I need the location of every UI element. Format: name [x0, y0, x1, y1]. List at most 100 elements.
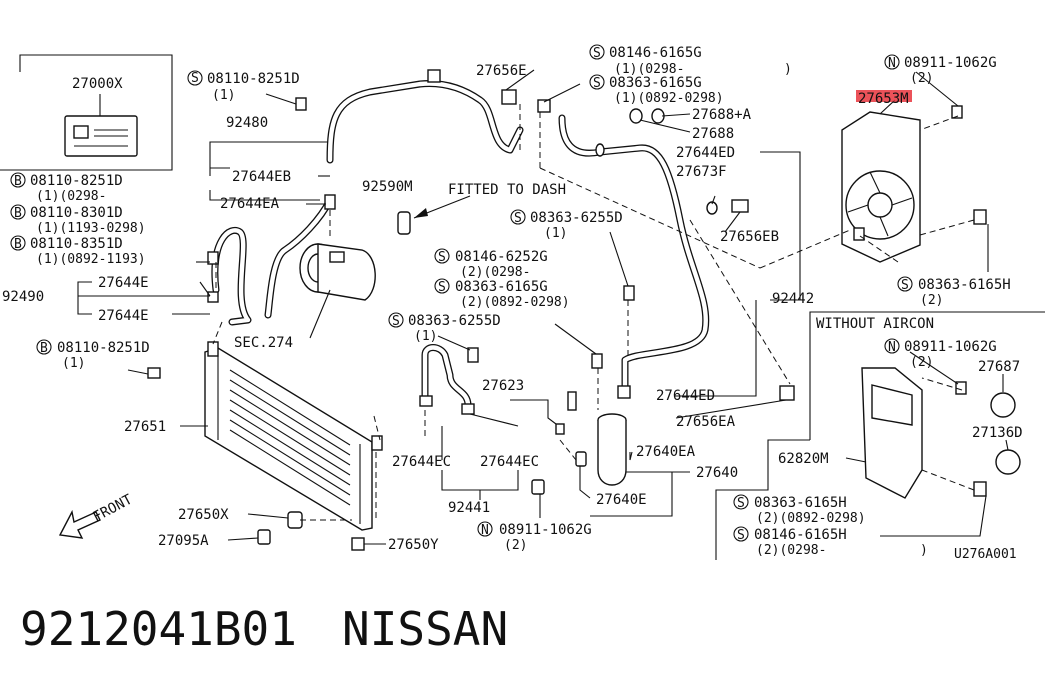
- label-27653m: 27653M: [858, 91, 909, 107]
- leader-lines: [77, 69, 1009, 545]
- label-27656ea: 27656EA: [676, 414, 736, 430]
- label-27640e: 27640E: [596, 492, 647, 508]
- symbol-s: S: [392, 314, 400, 329]
- label-92490: 92490: [2, 289, 44, 305]
- fittings: [147, 69, 795, 415]
- label-front: FRONT: [90, 491, 135, 525]
- label-n-08911-1062g-mid-qty: (2): [910, 355, 933, 370]
- condenser: [204, 341, 383, 551]
- label-s-08146-6165h-qty: (2)(0298-: [756, 543, 826, 558]
- label-92441: 92441: [448, 500, 490, 516]
- label-s-08363-6165h-low-qty: (2)(0892-0298): [756, 511, 866, 526]
- label-s-08363-6255d-mid-qty: (1): [544, 226, 567, 241]
- label-27136d: 27136D: [972, 425, 1023, 441]
- symbol-n: N: [888, 56, 896, 71]
- label-n-08911-1062g-top-qty: (2): [910, 71, 933, 86]
- label-n-08911-1062g-low: 08911-1062G: [499, 522, 592, 538]
- symbol-s: S: [514, 211, 522, 226]
- label-s-08146-6252g-qty: (2)(0298-: [460, 265, 530, 280]
- label-s-08363-6165g-top-qty: (1)(0892-0298): [614, 91, 724, 106]
- symbol-n: N: [888, 340, 896, 355]
- label-27688: 27688: [692, 126, 734, 142]
- label-27644ed-top: 27644ED: [676, 145, 735, 161]
- label-27644ea: 27644EA: [220, 196, 280, 212]
- label-fitted-to-dash: FITTED TO DASH: [448, 182, 566, 198]
- label-b-08110-8301d: 08110-8301D: [30, 205, 123, 221]
- refrigerant-pipes: [211, 80, 710, 409]
- label-27687: 27687: [978, 359, 1020, 375]
- symbol-letters: S B B B S S N S B S S S S N N S S: [14, 46, 909, 543]
- symbol-s: S: [737, 496, 745, 511]
- label-27673f: 27673F: [676, 164, 727, 180]
- label-27640: 27640: [696, 465, 738, 481]
- symbol-s: S: [901, 278, 909, 293]
- label-n-08911-1062g-mid: 08911-1062G: [904, 339, 997, 355]
- label-27640ea: 27640EA: [636, 444, 696, 460]
- label-92442: 92442: [772, 291, 814, 307]
- label-27650x: 27650X: [178, 507, 229, 523]
- label-27651: 27651: [124, 419, 166, 435]
- label-n-08911-1062g-top: 08911-1062G: [904, 55, 997, 71]
- label-b-08110-8351d: 08110-8351D: [30, 236, 123, 252]
- label-s-08363-6165h-right: 08363-6165H: [918, 277, 1011, 293]
- symbol-s: S: [737, 528, 745, 543]
- label-27644ec-left: 27644EC: [392, 454, 451, 470]
- label-27656e: 27656E: [476, 63, 527, 79]
- label-s-08363-6255d-low-qty: (1): [414, 329, 437, 344]
- label-27656eb: 27656EB: [720, 229, 779, 245]
- label-b-08110-8301d-qty: (1)(1193-0298): [36, 221, 146, 236]
- label-27000x: 27000X: [72, 76, 123, 92]
- label-card: [64, 94, 138, 157]
- label-paren-close: ): [784, 62, 792, 77]
- label-b-08110-8251d-qty: (1)(0298-: [36, 189, 106, 204]
- caption-part-number: 9212041B01: [20, 602, 297, 656]
- receiver-drier: [531, 391, 627, 495]
- symbol-s: S: [438, 280, 446, 295]
- label-b-08110-8351d-qty: (1)(0892-1193): [36, 252, 146, 267]
- label-b-08110-8251d-low-qty: (1): [62, 356, 85, 371]
- front-arrow-icon: [58, 509, 101, 539]
- label-s-08363-6255d-mid: 08363-6255D: [530, 210, 623, 226]
- label-b-08110-8251d: 08110-8251D: [30, 173, 123, 189]
- air-guide: [861, 367, 1021, 499]
- label-27644e-lower: 27644E: [98, 308, 149, 324]
- symbol-n: N: [481, 523, 489, 538]
- caption-brand: NISSAN: [342, 602, 508, 656]
- label-s-08146-6165h: 08146-6165H: [754, 527, 847, 543]
- label-s-08146-6252g: 08146-6252G: [455, 249, 548, 265]
- compressor: [299, 243, 376, 301]
- part-labels: 27000X 08110-8251D (1) 92480 27644E B 276…: [2, 45, 1023, 562]
- dashed-lines: [212, 104, 975, 521]
- symbol-b: B: [14, 174, 22, 189]
- fitted-arrow: [413, 195, 471, 219]
- frame-lines: [0, 54, 1045, 560]
- label-s-08363-6255d-low: 08363-6255D: [408, 313, 501, 329]
- label-paren-close-low: ): [920, 543, 928, 558]
- label-27644ed-low: 27644ED: [656, 388, 715, 404]
- fan-shroud: [841, 105, 987, 263]
- label-27623: 27623: [482, 378, 524, 394]
- label-92480: 92480: [226, 115, 268, 131]
- label-27688a: 27688+A: [692, 107, 752, 123]
- label-27095a: 27095A: [158, 533, 209, 549]
- symbol-s: S: [438, 250, 446, 265]
- label-s-08146-6165g: 08146-6165G: [609, 45, 702, 61]
- diagram-code: U276A001: [954, 547, 1017, 562]
- highlight-marker: [856, 90, 912, 102]
- symbol-circles: [10, 44, 913, 542]
- label-s-08110-8251d-top-qty: (1): [212, 88, 235, 103]
- label-27644ec-right: 27644EC: [480, 454, 539, 470]
- symbol-s: S: [191, 71, 199, 86]
- symbol-s: S: [593, 46, 601, 61]
- label-s-08110-8251d-top: 08110-8251D: [207, 71, 300, 87]
- label-sec274: SEC.274: [234, 335, 293, 351]
- label-92590m: 92590M: [362, 179, 413, 195]
- symbol-s: S: [593, 76, 601, 91]
- symbol-b: B: [40, 341, 48, 356]
- label-s-08363-6165g-mid-qty: (2)(0892-0298): [460, 295, 570, 310]
- symbol-b: B: [14, 237, 22, 252]
- label-b-08110-8251d-low: 08110-8251D: [57, 340, 150, 356]
- label-s-08363-6165g-mid: 08363-6165G: [455, 279, 548, 295]
- label-27644e-upper: 27644E: [98, 275, 149, 291]
